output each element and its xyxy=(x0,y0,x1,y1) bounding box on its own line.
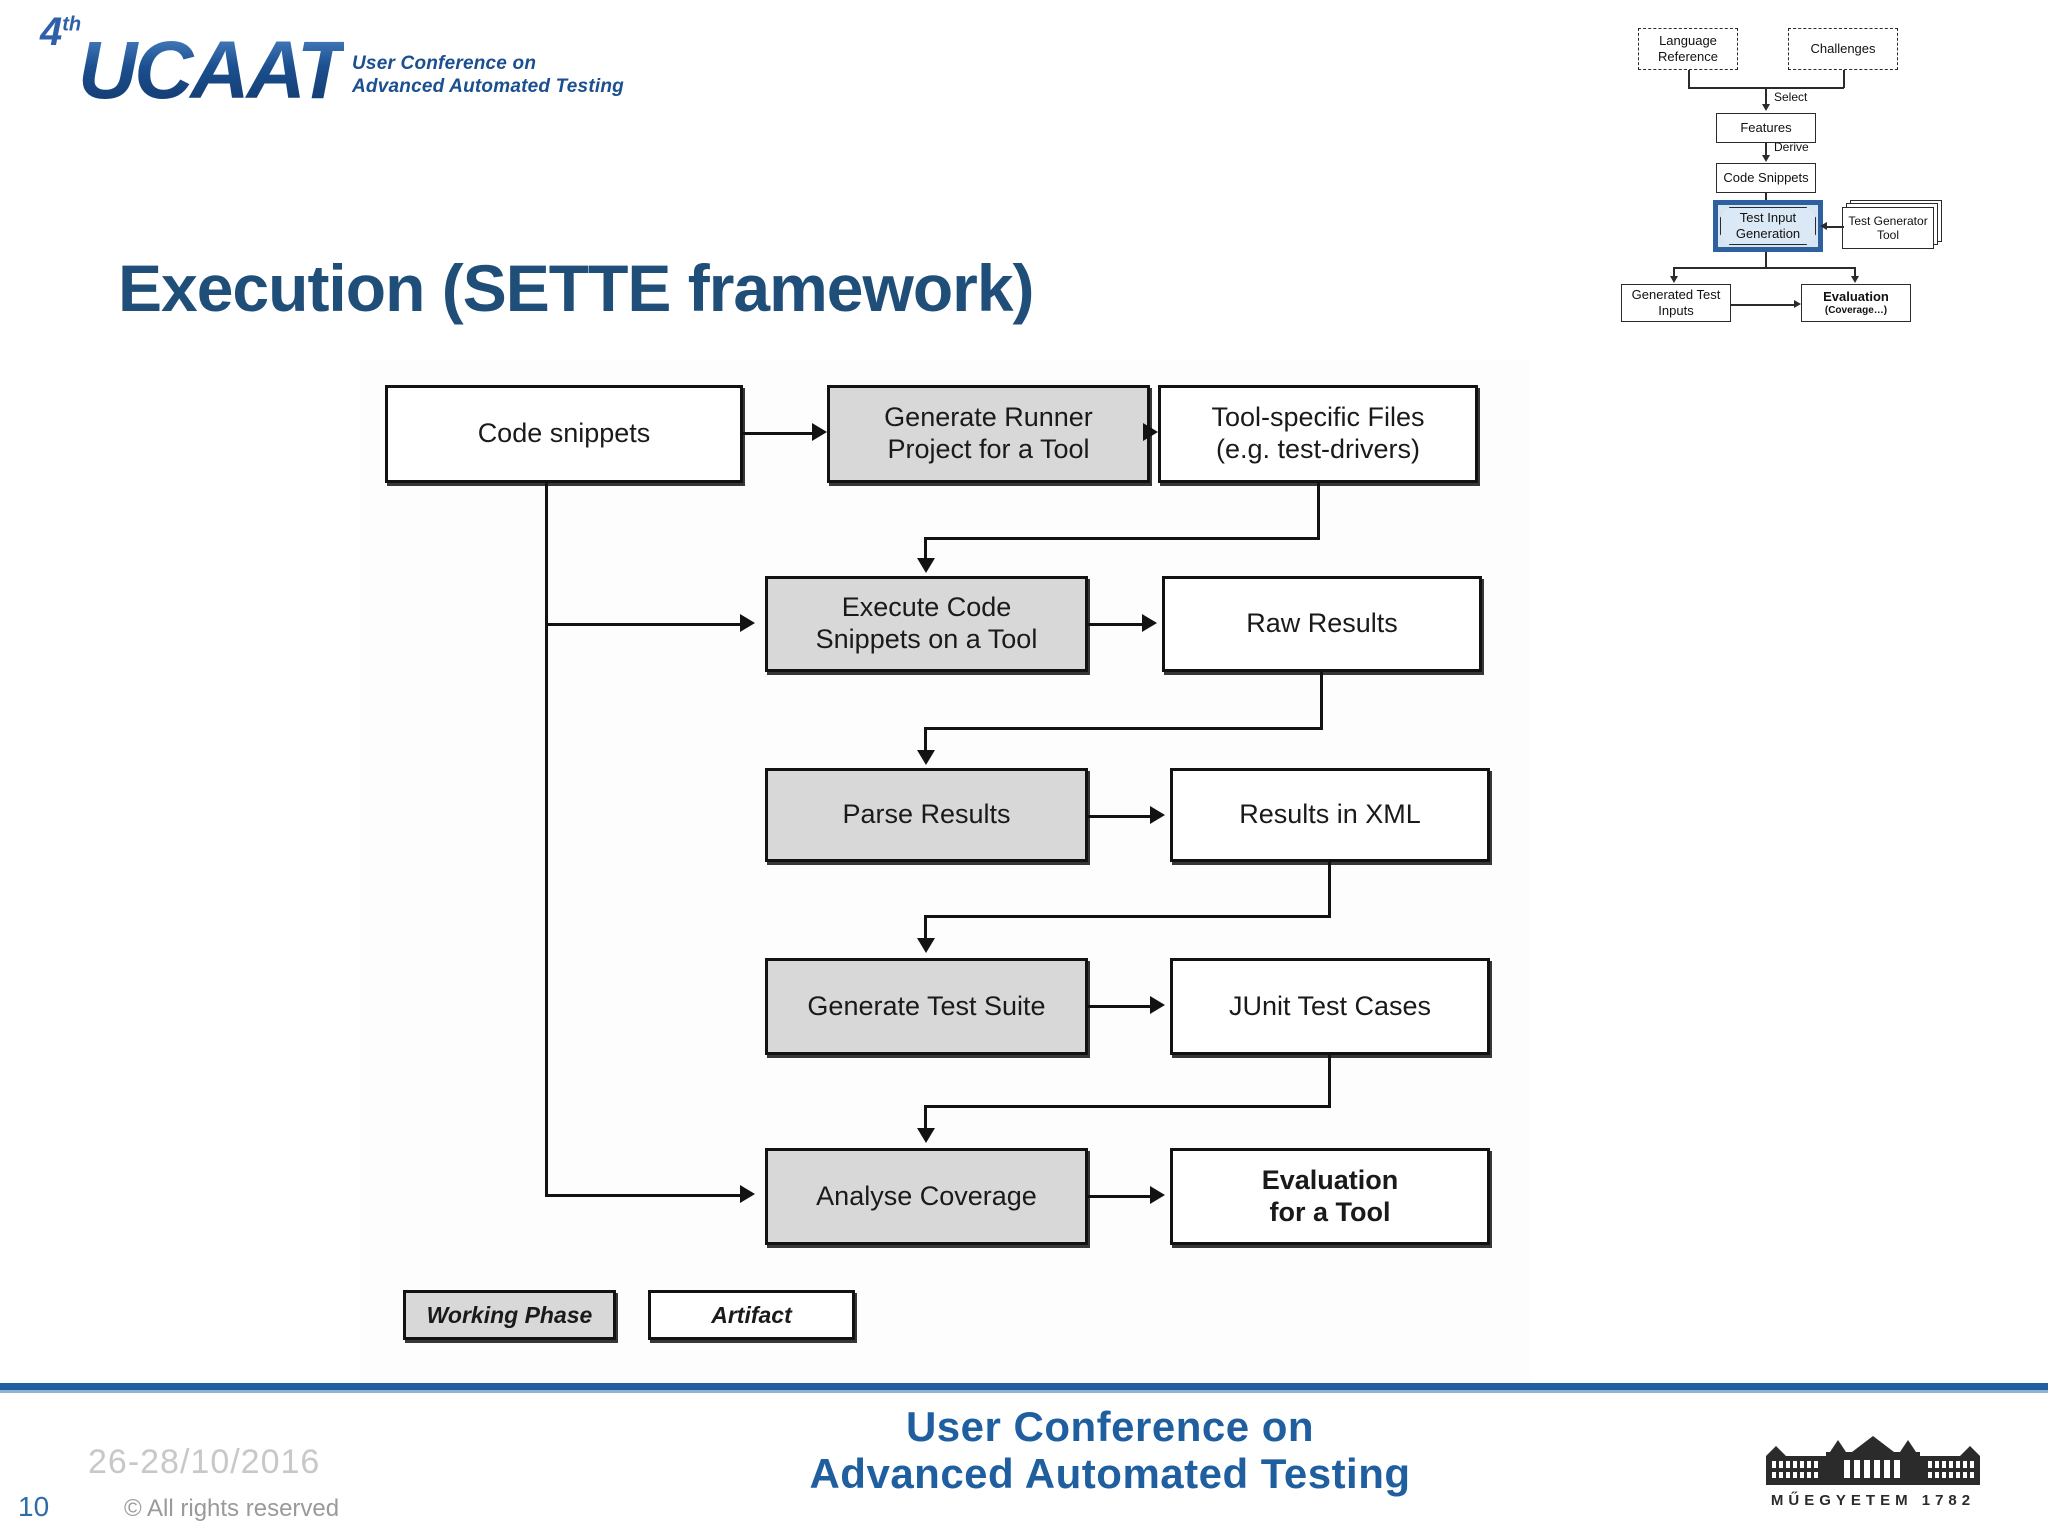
flow-node-analyse-coverage: Analyse Coverage xyxy=(765,1148,1088,1245)
slide-number: 10 xyxy=(18,1491,50,1522)
mini-connector-chal-down xyxy=(1843,70,1845,88)
mini-label-select: Select xyxy=(1774,90,1808,104)
connector-snippets-to-execute xyxy=(545,623,742,626)
mini-node-code-snippets: Code Snippets xyxy=(1716,163,1816,193)
arrowhead-results-xml xyxy=(1150,806,1165,824)
arrowhead-execute-left xyxy=(740,614,755,632)
logo-ordinal: 4th xyxy=(40,10,81,55)
arrowhead-generate-suite-top xyxy=(917,938,935,953)
connector-junit-to-analyse xyxy=(924,1105,927,1129)
flow-node-raw-results: Raw Results xyxy=(1162,576,1482,672)
mini-label-derive: Derive xyxy=(1774,140,1809,154)
mini-connector-inputs-to-evaluation xyxy=(1731,304,1795,306)
mini-arrowhead-evaluation xyxy=(1851,276,1859,283)
arrowhead-analyse-top xyxy=(917,1128,935,1143)
connector-suite-to-junit xyxy=(1088,1005,1150,1008)
flow-node-junit-test-cases: JUnit Test Cases xyxy=(1170,958,1490,1055)
arrowhead-junit xyxy=(1150,996,1165,1014)
connector-snippets-to-analyse xyxy=(545,1194,742,1197)
connector-files-to-execute xyxy=(924,537,927,559)
logo-subtitle: User Conference on Advanced Automated Te… xyxy=(352,52,624,98)
flow-node-code-snippets: Code snippets xyxy=(385,385,743,483)
flow-node-execute-code: Execute Code Snippets on a Tool xyxy=(765,576,1088,672)
connector-xml-left xyxy=(924,915,1331,918)
mini-node-generated-test-inputs: Generated Test Inputs xyxy=(1621,284,1731,322)
arrowhead-evaluation xyxy=(1150,1186,1165,1204)
connector-snippets-to-runner xyxy=(743,432,813,435)
arrowhead-parse-top xyxy=(917,750,935,765)
flow-node-generate-test-suite: Generate Test Suite xyxy=(765,958,1088,1055)
connector-execute-to-raw xyxy=(1088,623,1143,626)
mini-connector-join-down xyxy=(1765,87,1767,105)
arrowhead-tool-specific-files xyxy=(1143,423,1158,441)
logo-acronym: UCAAT xyxy=(78,25,347,116)
mini-arrowhead-features xyxy=(1762,104,1770,111)
sette-overview-mini-diagram: Language Reference Challenges Select Fea… xyxy=(1612,18,2032,322)
mini-connector-split-right xyxy=(1854,267,1856,277)
mini-connector-split-left xyxy=(1673,267,1675,277)
ucaat-logo: 4th UCAAT User Conference on Advanced Au… xyxy=(30,8,630,128)
mini-evaluation-title: Evaluation xyxy=(1823,289,1889,305)
mini-connector-tig-down xyxy=(1765,252,1767,268)
connector-xml-down xyxy=(1328,862,1331,918)
connector-parse-to-xml xyxy=(1088,815,1150,818)
mini-arrowhead-tig-left xyxy=(1820,222,1827,230)
flow-node-generate-runner: Generate Runner Project for a Tool xyxy=(827,385,1150,483)
mini-arrowhead-generated-inputs xyxy=(1670,276,1678,283)
connector-junit-down xyxy=(1328,1055,1331,1108)
mini-connector-features-down xyxy=(1765,143,1767,157)
conference-date: 26-28/10/2016 xyxy=(88,1443,321,1481)
logo-subtitle-line1: User Conference on xyxy=(352,53,537,74)
page-title: Execution (SETTE framework) xyxy=(118,251,1035,325)
connector-files-left xyxy=(924,537,1320,540)
connector-raw-to-parse xyxy=(924,727,927,751)
flow-node-parse-results: Parse Results xyxy=(765,768,1088,862)
mini-node-features: Features xyxy=(1716,113,1816,143)
mini-node-test-input-generation: Test Input Generation xyxy=(1720,207,1816,245)
mini-connector-tool-to-tig xyxy=(1826,226,1844,228)
connector-files-down xyxy=(1317,483,1320,540)
footer-divider xyxy=(0,1383,2048,1390)
footer-bar xyxy=(0,1393,2048,1536)
arrowhead-execute-top xyxy=(917,558,935,573)
mini-node-evaluation: Evaluation (Coverage…) xyxy=(1801,284,1911,322)
footer-divider-secondary xyxy=(0,1390,2048,1393)
university-caption: MŰEGYETEM 1782 xyxy=(1770,1492,1976,1509)
mini-arrowhead-code-snippets xyxy=(1762,155,1770,162)
connector-junit-left xyxy=(924,1105,1331,1108)
flow-node-evaluation-for-tool: Evaluation for a Tool xyxy=(1170,1148,1490,1245)
mini-connector-lang-down xyxy=(1688,70,1690,88)
arrowhead-raw-results xyxy=(1142,614,1157,632)
legend-artifact: Artifact xyxy=(648,1290,855,1340)
connector-raw-left xyxy=(924,727,1323,730)
university-building-icon xyxy=(1766,1436,1980,1485)
mini-arrowhead-evaluation-left xyxy=(1794,300,1801,308)
logo-ordinal-number: 4 xyxy=(40,10,63,54)
mini-connector-split xyxy=(1673,267,1855,269)
flow-node-tool-specific-files: Tool-specific Files (e.g. test-drivers) xyxy=(1158,385,1478,483)
copyright-notice: © All rights reserved xyxy=(124,1495,340,1522)
legend-working-phase: Working Phase xyxy=(403,1290,616,1340)
mini-evaluation-subtitle: (Coverage…) xyxy=(1824,304,1888,316)
arrowhead-analyse-left xyxy=(740,1185,755,1203)
bme-university-logo: MŰEGYETEM 1782 xyxy=(1748,1430,1998,1516)
mini-node-challenges: Challenges xyxy=(1788,28,1898,70)
arrowhead-runner xyxy=(812,423,827,441)
mini-node-test-generator-tool: Test Generator Tool xyxy=(1842,207,1934,249)
footer-brand-line1: User Conference on xyxy=(905,1403,1315,1450)
connector-analyse-to-evaluation xyxy=(1088,1195,1150,1198)
connector-raw-down xyxy=(1320,672,1323,730)
mini-node-language-reference: Language Reference xyxy=(1638,28,1738,70)
sette-framework-flowchart: Code snippets Generate Runner Project fo… xyxy=(360,360,1530,1380)
connector-xml-to-suite xyxy=(924,915,927,939)
logo-ordinal-suffix: th xyxy=(62,13,82,36)
flow-node-results-xml: Results in XML xyxy=(1170,768,1490,862)
footer-brand-line2: Advanced Automated Testing xyxy=(809,1450,1411,1498)
footer-brand: User Conference on Advanced Automated Te… xyxy=(790,1403,1430,1497)
connector-snippets-trunk xyxy=(545,483,548,1196)
logo-subtitle-line2: Advanced Automated Testing xyxy=(352,76,624,98)
